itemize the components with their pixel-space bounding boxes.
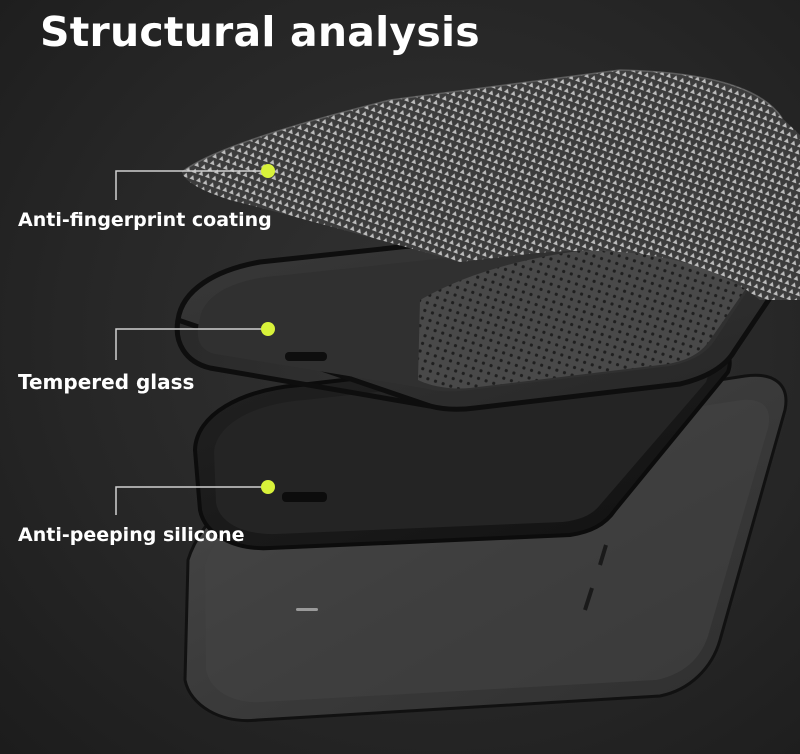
callout-1 [115, 164, 275, 200]
marker-dot [261, 164, 275, 178]
label-anti-peeping-silicone: Anti-peeping silicone [18, 524, 245, 546]
anti-fingerprint-coating-layer [181, 69, 800, 300]
callout-3 [115, 480, 275, 515]
page-title: Structural analysis [40, 8, 480, 56]
marker-dot [261, 480, 275, 494]
camera-notch [282, 492, 327, 502]
home-indicator [296, 608, 318, 611]
callout-2 [115, 322, 275, 360]
label-anti-fingerprint-coating: Anti-fingerprint coating [18, 209, 272, 231]
side-button [583, 587, 594, 611]
label-tempered-glass: Tempered glass [18, 370, 195, 394]
side-button [598, 544, 608, 566]
camera-notch [285, 352, 327, 361]
tempered-glass-layer [174, 212, 786, 412]
marker-dot [261, 322, 275, 336]
